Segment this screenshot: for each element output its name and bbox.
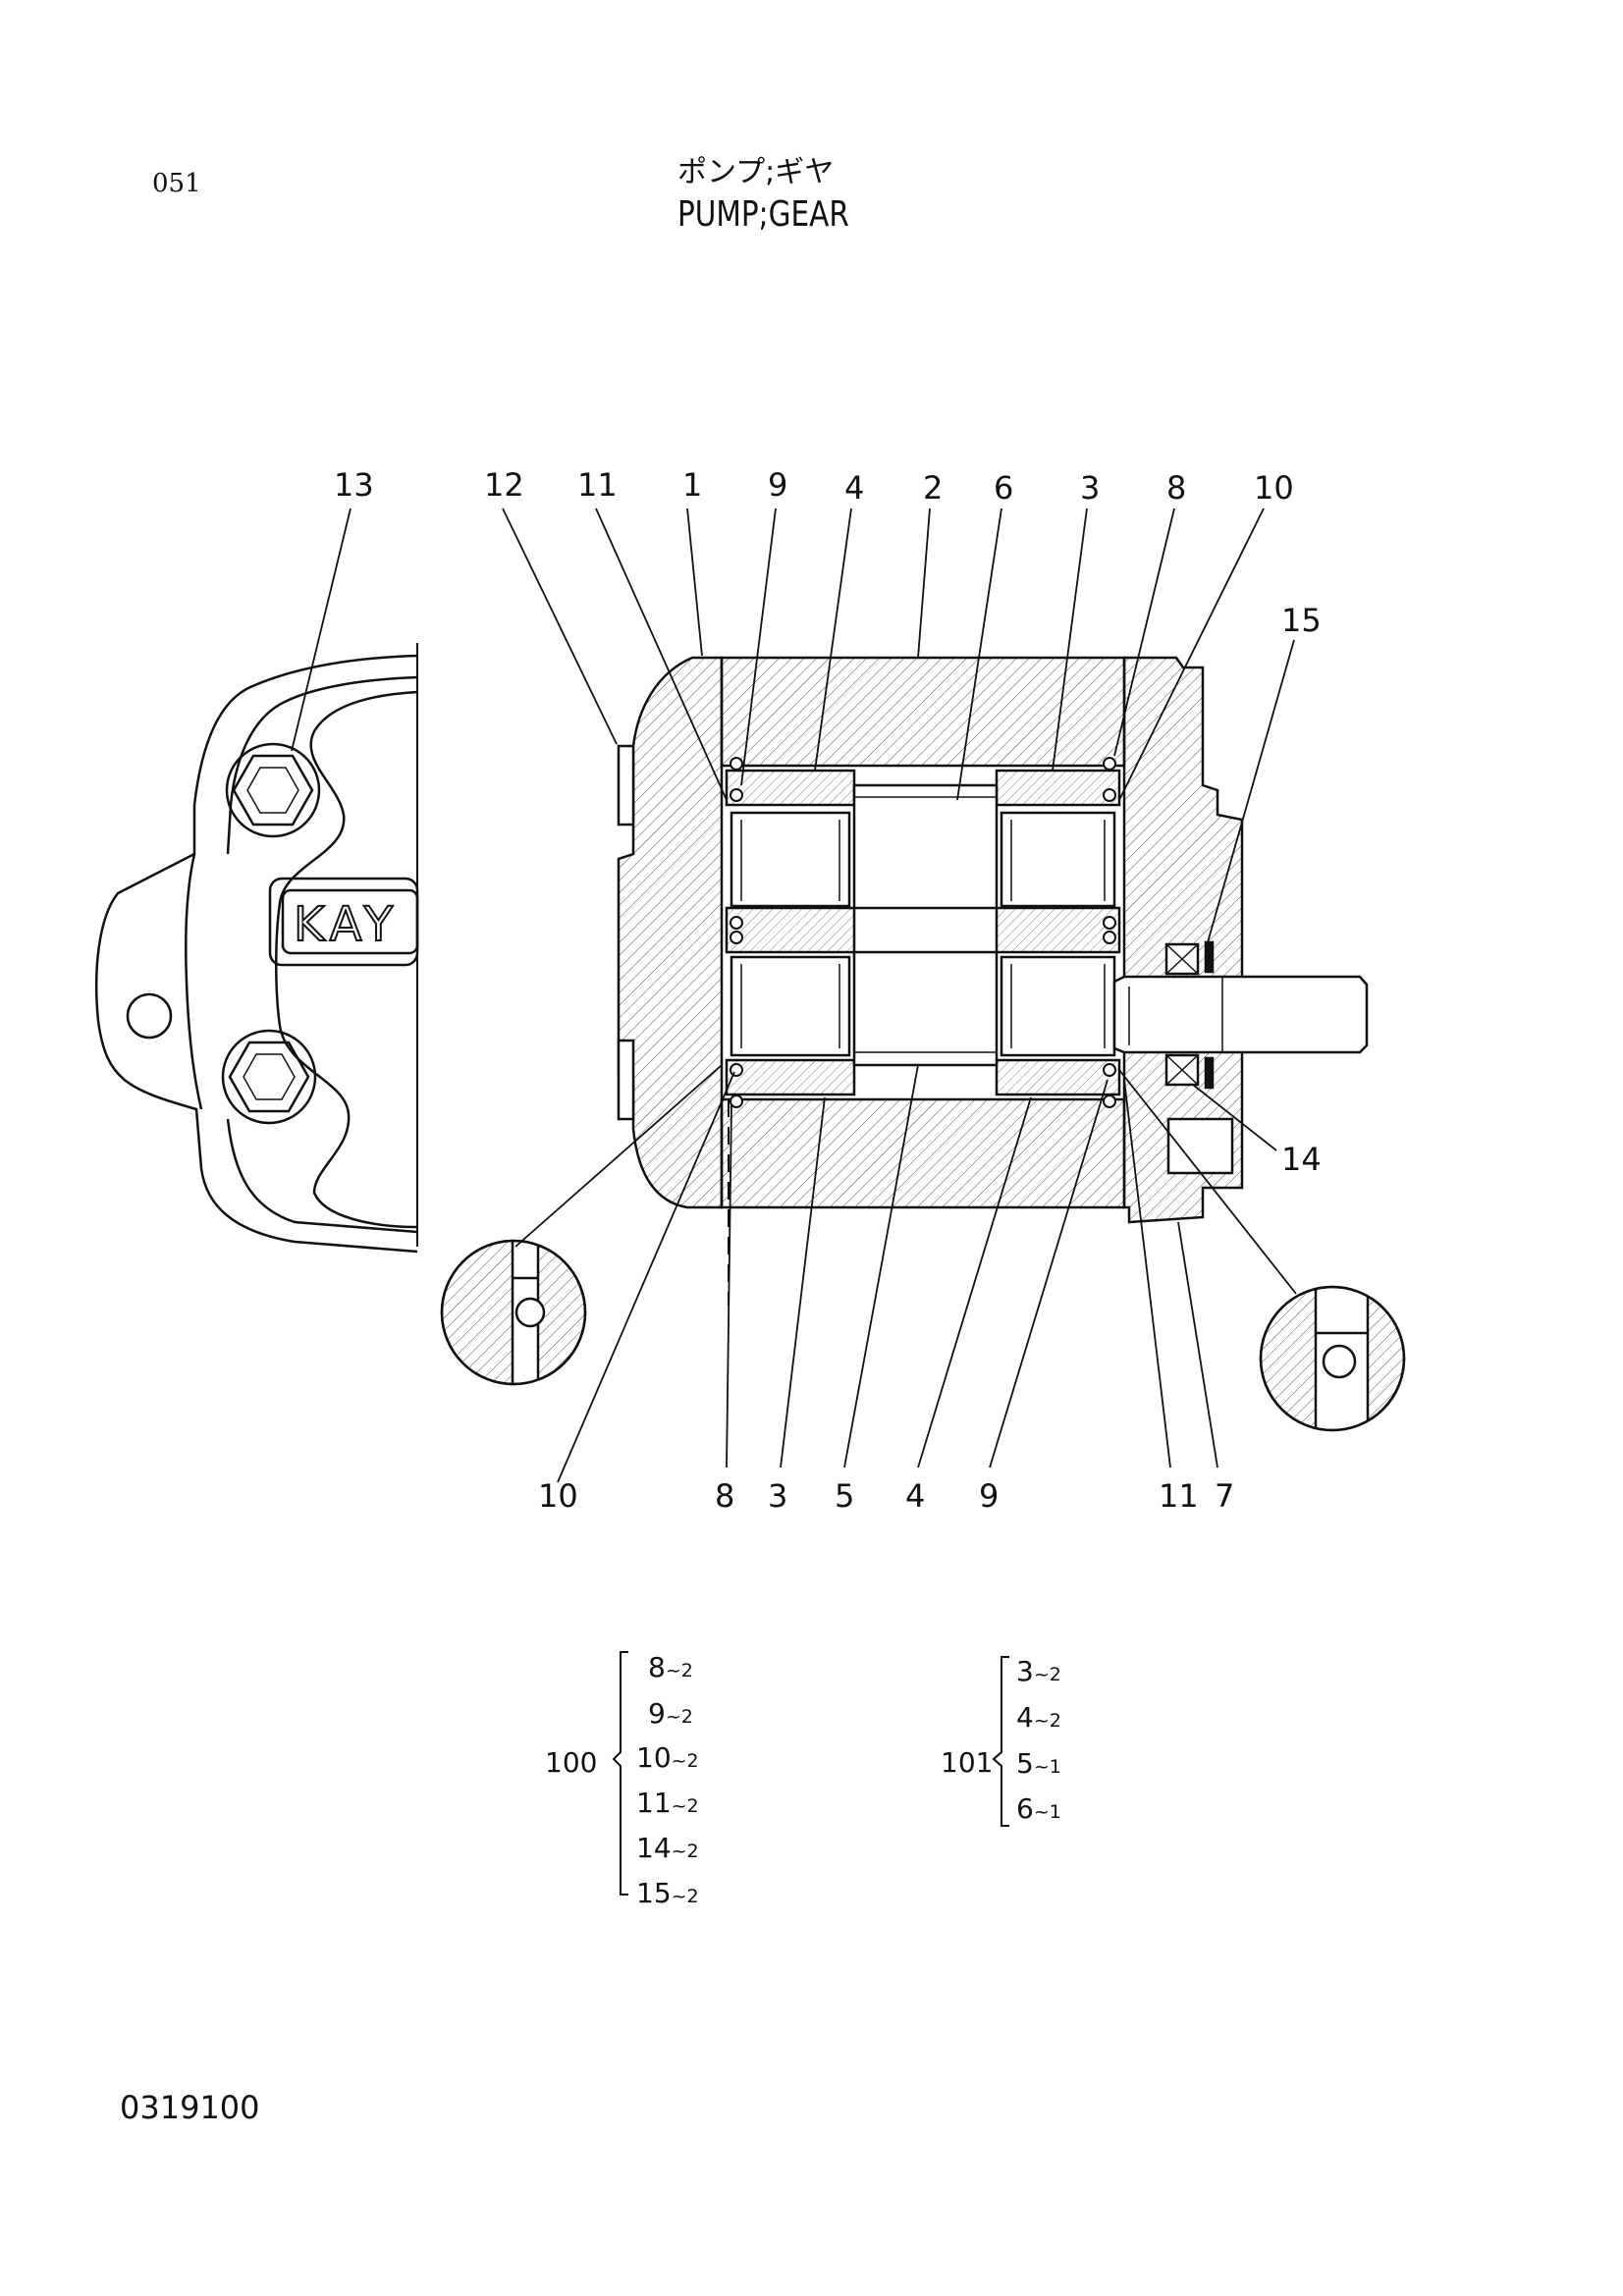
callout-9: 9 [768,466,787,504]
callout-9-bottom: 9 [979,1477,999,1515]
pump-body-top [720,656,1126,768]
bushing [995,769,1121,807]
kit-item: 10~2 [636,1741,699,1774]
mounting-hole [126,992,173,1040]
page-number: 051 [152,169,201,198]
kit-100: 100 8~2 9~2 10~2 11~2 14~2 15~2 [545,1651,699,1909]
kit-item: 4~2 [1016,1701,1061,1734]
snap-ring [1204,1056,1215,1090]
kit-item: 3~2 [1016,1655,1061,1687]
leader-lines [291,507,1297,1483]
page-title: PUMP;GEAR [677,194,849,235]
callout-1: 1 [682,466,702,504]
callout-5-bottom: 5 [835,1477,854,1515]
kit-brace [992,1656,1009,1827]
pump-body-bottom [720,1097,1126,1209]
callout-labels: 13 12 11 1 9 4 2 6 3 8 10 15 14 10 8 3 5… [334,466,1322,1515]
kit-brace [612,1651,628,1896]
pump-cross-section [617,656,1369,1306]
callout-14: 14 [1281,1141,1322,1178]
front-cover [617,656,724,1209]
bearing [1000,955,1116,1057]
drive-gear [852,783,999,910]
kit-item: 11~2 [636,1787,699,1819]
callout-11-bottom: 11 [1159,1477,1199,1515]
callout-13: 13 [334,466,374,504]
kit-item: 15~2 [636,1877,699,1909]
callout-15: 15 [1281,602,1322,639]
drive-shaft [1112,975,1369,1054]
flange-outline [94,654,418,1254]
detail-view-left [440,1239,587,1386]
callout-4: 4 [844,469,864,507]
kit-item: 6~1 [1016,1792,1061,1825]
bearing [730,955,851,1057]
snap-ring [1204,940,1215,974]
callout-10-bottom: 10 [538,1477,578,1515]
callout-3-bottom: 3 [768,1477,787,1515]
callout-2: 2 [923,469,943,507]
title-japanese: ポンプ;ギヤ [677,155,835,189]
callout-6: 6 [994,469,1013,507]
bearing [730,811,851,908]
pump-end-view [94,643,419,1254]
bearing [1000,811,1116,908]
kit-item: 14~2 [636,1832,699,1864]
bolt-icon [225,742,321,838]
bolt-icon [221,1029,317,1125]
callout-10: 10 [1254,469,1294,507]
o-ring-set [730,757,1116,1108]
bushing [725,1058,856,1096]
callout-3: 3 [1080,469,1100,507]
port [1166,1117,1234,1175]
callout-8-bottom: 8 [715,1477,734,1515]
bushing [995,1058,1121,1096]
kit-id: 101 [941,1746,993,1779]
callout-7-bottom: 7 [1215,1477,1234,1515]
callout-12: 12 [484,466,524,504]
driven-gear [852,950,999,1067]
kit-101: 101 3~2 4~2 5~1 6~1 [941,1655,1061,1827]
detail-view-right [1259,1285,1406,1432]
callout-4-bottom: 4 [905,1477,925,1515]
bushing [725,769,856,807]
brand-logo: KAY [294,897,399,952]
kit-id: 100 [545,1746,597,1779]
kit-item: 5~1 [1016,1747,1061,1780]
callout-8: 8 [1166,469,1186,507]
kit-item: 8~2 [648,1651,693,1683]
kit-item: 9~2 [648,1697,693,1730]
document-code: 0319100 [120,2089,260,2126]
callout-11: 11 [577,466,618,504]
